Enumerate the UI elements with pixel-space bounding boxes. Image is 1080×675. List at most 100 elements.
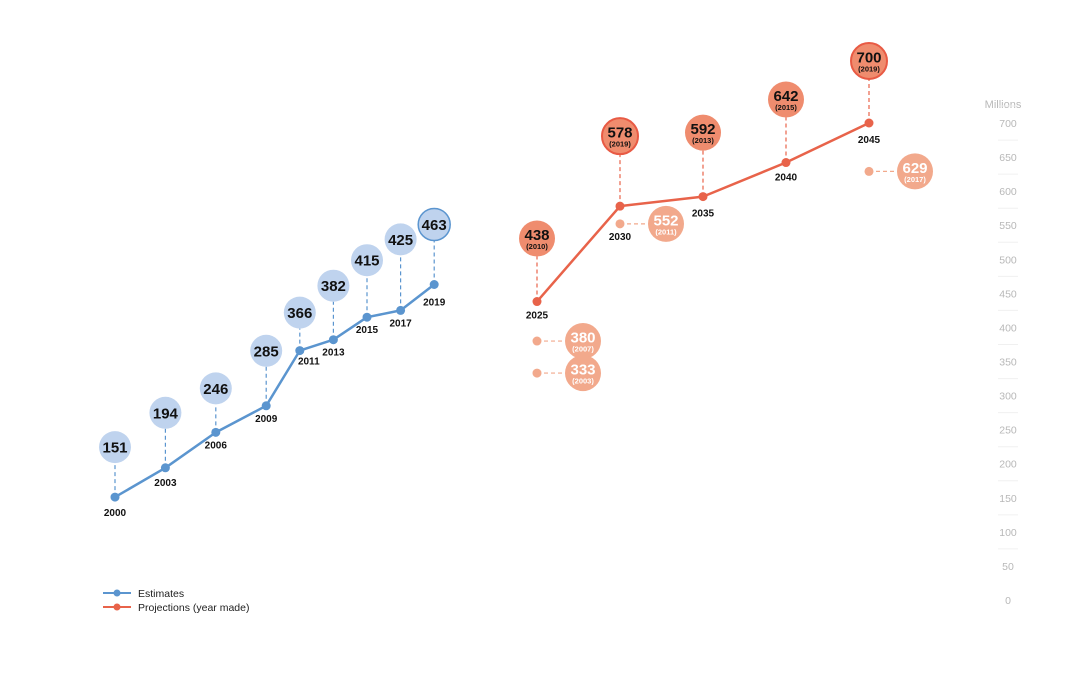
y-tick-label: 100 [999, 527, 1017, 539]
projection-year-label: 2030 [609, 232, 632, 243]
y-tick-label: 50 [1002, 561, 1014, 573]
other-projection-bubble [565, 355, 601, 392]
y-tick-label: 700 [999, 118, 1017, 130]
estimate-value-label: 151 [102, 440, 127, 457]
guide-lines [114, 79, 897, 498]
other-projection-bubble [648, 205, 684, 242]
estimate-point [211, 427, 221, 437]
estimate-point [328, 335, 338, 345]
y-tick-label: 500 [999, 254, 1017, 266]
estimate-year-label: 2011 [298, 357, 320, 368]
other-projection-point [864, 166, 874, 176]
other-projection-made-label: (2003) [572, 377, 594, 386]
y-tick-label: 0 [1005, 595, 1011, 607]
estimate-point [295, 346, 305, 356]
projection-bubble [519, 220, 555, 257]
estimate-value-label: 463 [422, 217, 447, 234]
estimate-year-label: 2015 [356, 325, 379, 336]
estimate-value-label: 194 [153, 405, 179, 422]
y-tick-label: 300 [999, 391, 1017, 403]
legend-item-projections: Projections (year made) [103, 602, 249, 614]
estimate-bubble [199, 372, 232, 405]
y-tick-label: 250 [999, 425, 1017, 437]
y-axis-title: Millions [985, 99, 1022, 111]
projection-value-label: 578 [607, 125, 632, 142]
estimate-bubble [351, 244, 383, 277]
series-points [110, 118, 874, 502]
other-projection-made-label: (2007) [572, 345, 594, 354]
projection-value-label: 642 [773, 88, 798, 105]
other-projection-value-label: 333 [570, 362, 595, 379]
other-projection-bubble [565, 323, 601, 360]
estimate-year-label: 2003 [154, 478, 177, 489]
other-projection-point [532, 336, 542, 346]
estimate-year-label: 2019 [423, 297, 446, 308]
y-tick-label: 600 [999, 186, 1017, 198]
estimate-value-label: 285 [254, 343, 279, 360]
projection-year-label: 2035 [692, 209, 715, 220]
series-lines [114, 121, 870, 499]
y-tick-label: 150 [999, 493, 1017, 505]
y-axis: Millions 0 50 100 150 200 250 300 350 400 450 500 5… [985, 99, 1022, 607]
projection-made-label: (2010) [526, 242, 548, 251]
projection-made-label: (2019) [858, 65, 880, 74]
estimate-point [160, 463, 170, 473]
y-tick-label: 450 [999, 288, 1017, 300]
estimate-point [110, 492, 120, 502]
projection-point [698, 192, 708, 202]
estimate-year-label: 2013 [322, 348, 345, 359]
other-projection-value-label: 629 [902, 160, 927, 177]
projection-point [532, 297, 542, 307]
estimate-bubble [283, 296, 316, 329]
other-projection-made-label: (2011) [655, 227, 677, 236]
projection-bubble [601, 117, 639, 156]
estimate-bubble [317, 269, 350, 302]
estimate-value-label: 366 [287, 305, 312, 322]
estimate-value-label: 246 [203, 381, 228, 398]
projection-made-label: (2015) [775, 103, 797, 112]
projection-point [781, 158, 791, 168]
estimate-point [261, 401, 271, 411]
estimate-bubble [149, 396, 182, 429]
estimate-year-label: 2009 [255, 414, 278, 425]
estimate-year-label: 2017 [389, 318, 412, 329]
legend-marker-projections [113, 603, 121, 611]
estimate-bubble [417, 207, 451, 242]
estimate-value-label: 415 [354, 253, 379, 270]
projection-year-label: 2045 [858, 135, 881, 146]
y-tick-label: 350 [999, 357, 1017, 369]
y-tick-label: 650 [999, 152, 1017, 164]
y-tick-label: 200 [999, 459, 1017, 471]
other-projection-value-label: 380 [570, 330, 595, 347]
estimate-point [429, 279, 439, 289]
estimate-bubble [99, 431, 131, 464]
other-projection-made-label: (2017) [904, 175, 926, 184]
estimate-point [396, 305, 406, 315]
estimate-year-label: 2006 [205, 440, 228, 451]
projection-year-label: 2025 [526, 311, 549, 322]
estimate-bubble [384, 223, 417, 256]
projection-value-label: 700 [856, 50, 881, 67]
projection-bubble [685, 114, 721, 151]
projection-bubble [768, 81, 804, 118]
projection-made-label: (2013) [692, 136, 714, 145]
legend: Estimates Projections (year made) [103, 588, 249, 614]
legend-item-estimates: Estimates [103, 588, 184, 600]
estimate-bubble [250, 334, 283, 367]
legend-label-projections: Projections (year made) [138, 602, 249, 614]
projection-made-label: (2019) [609, 140, 631, 149]
legend-marker-estimates [113, 589, 121, 597]
other-projection-bubble [897, 153, 933, 190]
estimate-value-label: 425 [388, 232, 413, 249]
projection-value-label: 592 [690, 121, 715, 138]
projection-year-label: 2040 [775, 173, 798, 184]
estimate-point [362, 312, 372, 322]
projection-value-label: 438 [524, 227, 549, 244]
y-tick-label: 550 [999, 220, 1017, 232]
other-projection-point [615, 219, 625, 229]
y-tick-label: 400 [999, 322, 1017, 334]
estimate-year-label: 2000 [104, 508, 127, 519]
projection-point [864, 118, 874, 128]
